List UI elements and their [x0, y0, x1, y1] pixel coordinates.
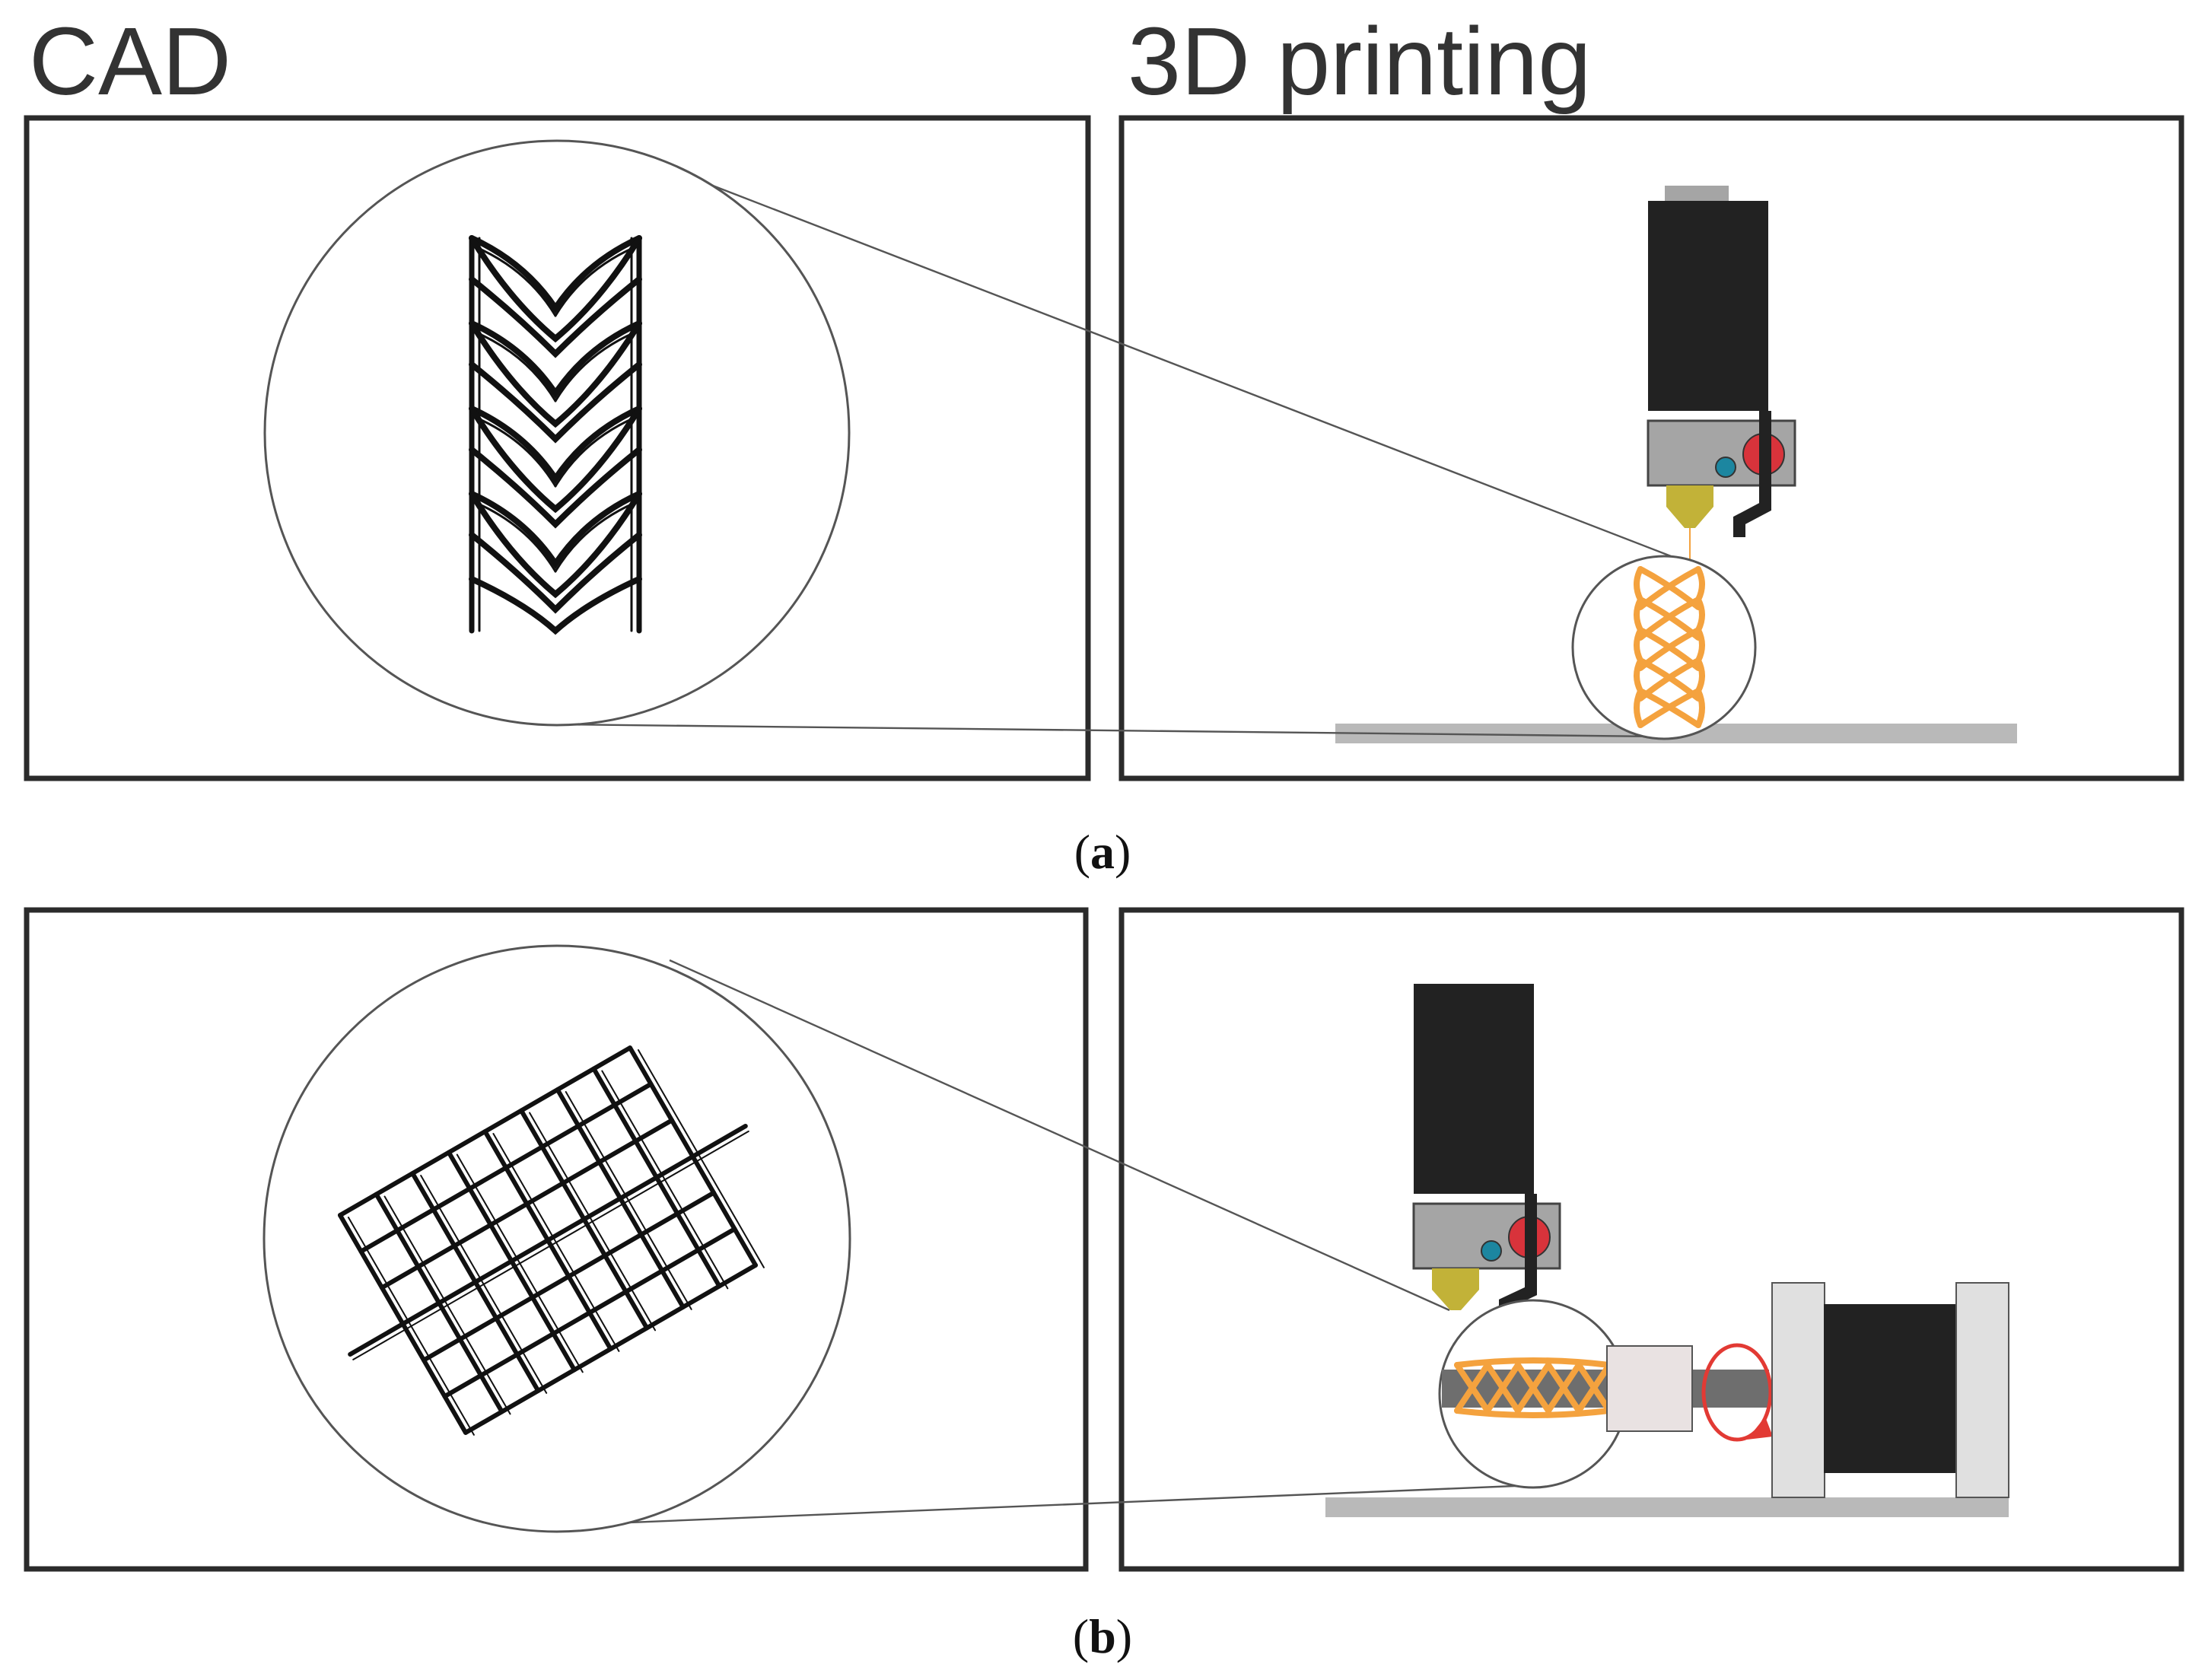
- caption-a: (a): [1074, 825, 1131, 879]
- zoom-guide-a-top: [669, 167, 1691, 565]
- row-a: [24, 115, 2184, 781]
- zoom-guide-b-top: [669, 959, 1450, 1312]
- row-b: [24, 907, 2184, 1572]
- heading-3d-printing: 3D printing: [1128, 8, 1591, 115]
- printed-stent-vertical-icon: [1634, 566, 1705, 728]
- panel-a-printing-frame: [1118, 115, 2184, 781]
- extruder-a: [1647, 186, 1796, 578]
- filament-feed-cap-a: [1665, 186, 1729, 202]
- mandrel-motor-body: [1824, 1304, 1956, 1473]
- panel-b-printing-frame: [1118, 907, 2184, 1572]
- mandrel-motor-flange-left: [1771, 1282, 1825, 1498]
- cad-zoom-circle-b: [262, 944, 851, 1533]
- zoom-guide-b-bottom: [555, 1484, 1534, 1527]
- thermistor-a: [1715, 457, 1736, 478]
- cad-stent-cylindrical-icon: [469, 235, 642, 635]
- rotation-arrow-icon: [1701, 1343, 1773, 1442]
- thermistor-b: [1481, 1240, 1502, 1262]
- nozzle-a: [1666, 485, 1713, 528]
- shaft-coupler: [1606, 1345, 1693, 1432]
- nozzle-b: [1432, 1268, 1479, 1310]
- fan-duct-a: [1733, 411, 1771, 537]
- heading-cad: CAD: [29, 8, 231, 115]
- extruder-b: [1412, 984, 1561, 1320]
- build-plate-b: [1325, 1497, 2009, 1517]
- panel-b-cad-frame: [24, 907, 1089, 1572]
- stepper-motor-a: [1648, 201, 1768, 411]
- mandrel-motor-flange-right: [1955, 1282, 2009, 1498]
- cad-lattice-grid-flat-icon: [337, 1045, 765, 1436]
- caption-b: (b): [1073, 1609, 1132, 1663]
- zoom-guide-a-bottom: [555, 723, 1659, 738]
- printed-stent-on-mandrel-icon: [1454, 1357, 1612, 1418]
- cad-zoom-circle-a: [263, 139, 851, 727]
- panel-a-cad-frame: [24, 115, 1091, 781]
- stepper-motor-b: [1414, 984, 1534, 1194]
